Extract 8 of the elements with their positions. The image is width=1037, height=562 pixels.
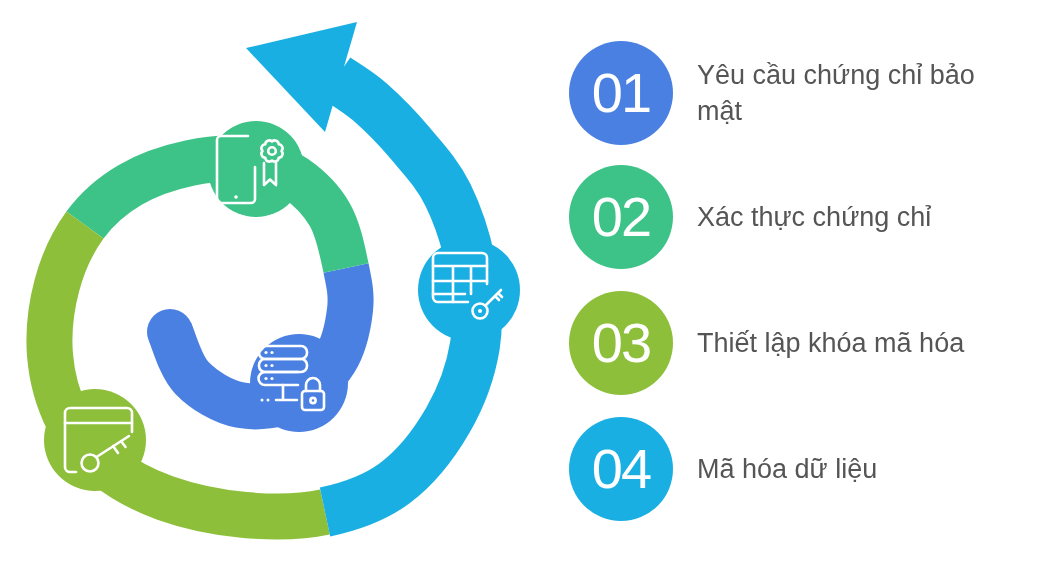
step-number: 01 — [591, 65, 651, 121]
step-text: Thiết lập khóa mã hóa — [697, 327, 966, 360]
step-number: 04 — [591, 441, 651, 497]
step-number: 02 — [591, 189, 651, 245]
step-number: 03 — [591, 315, 651, 371]
step-text: Xác thực chứng chỉ — [697, 201, 933, 234]
step-text: Yêu cầu chứng chỉ bảo mật — [697, 59, 976, 128]
step-text: Mã hóa dữ liệu — [697, 453, 879, 486]
